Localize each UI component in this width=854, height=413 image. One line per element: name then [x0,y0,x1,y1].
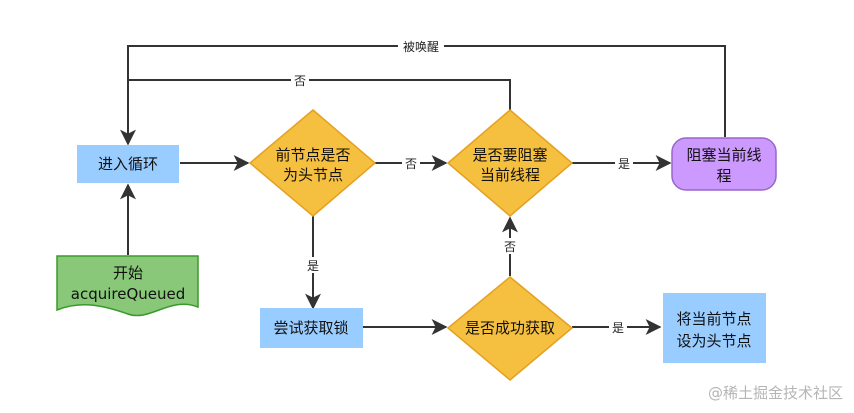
node-loop-label: 进入循环 [98,155,158,173]
node-block-label-2: 程 [716,167,731,185]
edge-label-yes-block: 是 [618,157,630,171]
node-is-head-label-1: 前节点是否 [275,146,350,164]
node-set-head-label-1: 将当前节点 [676,310,751,328]
node-start-label-1: 开始 [113,264,143,282]
node-block-thread: 阻塞当前线 程 [671,137,777,191]
node-should-block-decision: 是否要阻塞 当前线程 [446,109,574,217]
node-is-head-decision: 前节点是否 为头节点 [248,109,377,217]
node-set-head-label-2: 设为头节点 [676,332,751,350]
node-loop: 进入循环 [77,145,179,183]
edge-label-yes-sethead: 是 [612,321,624,335]
edge-should-block-no [128,79,511,110]
node-set-head: 将当前节点 设为头节点 [663,293,766,363]
node-is-head-label-2: 为头节点 [283,166,343,184]
node-should-block-label-1: 是否要阻塞 [472,146,547,164]
node-start-label-2: acquireQueued [71,285,186,303]
watermark: @稀土掘金技术社区 [708,384,843,402]
edge-label-no-top: 否 [294,74,306,88]
edge-label-woken-up: 被唤醒 [403,40,439,54]
node-should-block-label-2: 当前线程 [480,166,540,184]
edge-label-yes-try: 是 [307,259,319,273]
node-block-label-1: 阻塞当前线 [686,146,761,164]
edge-label-no-mid: 否 [405,157,417,171]
node-try-acquire-label: 尝试获取锁 [273,319,348,337]
node-try-acquire: 尝试获取锁 [260,308,363,348]
edge-label-no-acquired: 否 [504,240,516,254]
node-acquired-decision: 是否成功获取 [446,276,574,381]
node-start: 开始 acquireQueued [56,255,199,317]
node-acquired-label: 是否成功获取 [465,319,555,337]
edge-woken-up [120,45,726,146]
